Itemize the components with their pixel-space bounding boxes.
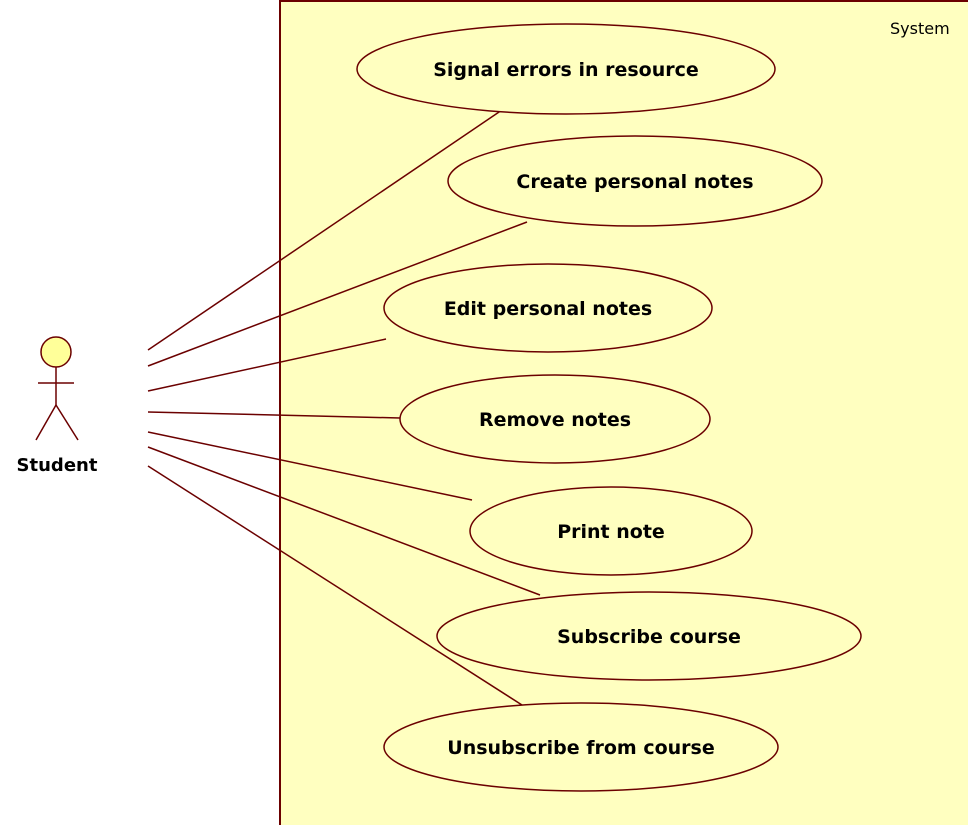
use-case-label: Create personal notes	[516, 171, 753, 193]
actor-head	[40, 336, 72, 368]
use-case-ellipse[interactable]	[356, 23, 776, 115]
use-case-label: Signal errors in resource	[433, 59, 699, 81]
association-remove-notes[interactable]	[147, 411, 401, 419]
use-case-label: Remove notes	[479, 409, 631, 431]
use-case-edit-notes[interactable]: Edit personal notes	[383, 263, 713, 353]
use-case-label: Edit personal notes	[444, 298, 652, 320]
use-case-create-notes[interactable]: Create personal notes	[447, 135, 823, 227]
use-case-ellipse[interactable]	[436, 591, 862, 681]
actor-student[interactable]: Student	[17, 336, 98, 476]
actor-label: Student	[17, 455, 98, 476]
use-case-label: Print note	[557, 521, 665, 543]
use-case-label: Unsubscribe from course	[447, 737, 714, 759]
use-case-ellipse[interactable]	[469, 486, 753, 576]
actor-right-leg	[55, 404, 79, 441]
system-label: System	[890, 19, 950, 38]
actor-left-leg	[35, 404, 57, 441]
stick-figure-icon	[35, 336, 79, 441]
association-edit-notes[interactable]	[147, 338, 387, 392]
use-case-subscribe-course[interactable]: Subscribe course	[436, 591, 862, 681]
association-print-note[interactable]	[147, 431, 473, 501]
use-case-ellipse[interactable]	[383, 702, 779, 792]
association-subscribe[interactable]	[147, 446, 541, 596]
use-case-label: Subscribe course	[557, 626, 741, 648]
use-case-signal-errors[interactable]: Signal errors in resource	[356, 23, 776, 115]
association-signal-errors[interactable]	[147, 109, 503, 351]
association-create-notes[interactable]	[147, 221, 528, 367]
use-case-ellipse[interactable]	[447, 135, 823, 227]
use-case-remove-notes[interactable]: Remove notes	[399, 374, 711, 464]
use-case-print-note[interactable]: Print note	[469, 486, 753, 576]
associations	[147, 109, 541, 706]
association-unsubscribe[interactable]	[147, 465, 523, 706]
use-case-ellipse[interactable]	[383, 263, 713, 353]
use-case-ellipse[interactable]	[399, 374, 711, 464]
use-case-unsubscribe-course[interactable]: Unsubscribe from course	[383, 702, 779, 792]
